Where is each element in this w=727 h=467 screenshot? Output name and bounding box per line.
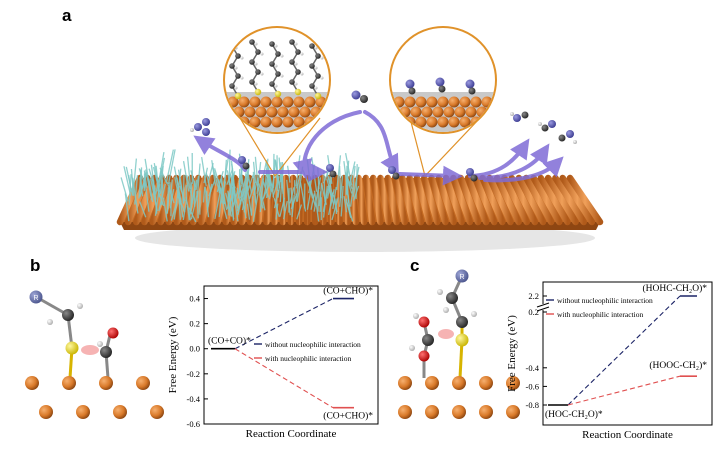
panel-label-a: a bbox=[62, 6, 72, 25]
y-tick-label: -0.6 bbox=[526, 381, 539, 391]
axis-break-gap bbox=[537, 304, 549, 310]
legend-label-without: without nucleophilic interaction bbox=[557, 296, 653, 305]
y-axis-label: Free Energy (eV) bbox=[506, 315, 518, 392]
state-label-with-final: (CO+CHO)* bbox=[323, 411, 373, 422]
legend-label-with: with nucleophilic interaction bbox=[265, 354, 351, 363]
molecule-co-surface-left bbox=[238, 156, 478, 182]
axis-break-mark bbox=[536, 302, 550, 308]
panel-label-b: b bbox=[30, 256, 41, 275]
zoom-lines-left bbox=[239, 117, 321, 178]
plot-frame bbox=[542, 281, 713, 426]
y-tick-label: -0.8 bbox=[526, 400, 539, 410]
state-label-without-final: (CO+CHO)* bbox=[323, 286, 373, 297]
panel-c-molecule: R bbox=[409, 269, 477, 379]
x-axis-label: Reaction Coordinate bbox=[246, 428, 337, 440]
y-tick-label: -0.6 bbox=[187, 419, 200, 429]
axis-break-mark bbox=[536, 306, 550, 312]
panel-label-c: c bbox=[410, 256, 420, 275]
y-axis-label: Free Energy (eV) bbox=[167, 316, 179, 393]
legend-label-without: without nucleophilic interaction bbox=[265, 340, 361, 349]
svg-text:R: R bbox=[33, 295, 38, 302]
series-without-line bbox=[567, 295, 681, 406]
molecule-products-right bbox=[510, 111, 577, 144]
plot-frame bbox=[203, 285, 379, 425]
series-with-line bbox=[567, 375, 681, 406]
y-tick-label: -0.2 bbox=[187, 369, 200, 379]
reaction-flow-arrows bbox=[193, 110, 564, 186]
state-label-without-final: (HOHC-CH₂O)* bbox=[642, 283, 707, 294]
y-tick-label: -0.4 bbox=[187, 394, 201, 404]
panel-c-copper-surface bbox=[398, 376, 520, 419]
panel-b-copper-surface bbox=[25, 376, 164, 419]
y-tick-label: 0.2 bbox=[528, 307, 539, 317]
nanowire-forest bbox=[120, 149, 360, 223]
y-tick-label: 0.0 bbox=[189, 344, 200, 354]
y-tick-label: 0.2 bbox=[189, 319, 200, 329]
platform-shadow bbox=[135, 224, 595, 252]
state-label-initial: (CO+CO)* bbox=[208, 336, 251, 347]
molecule-co-top bbox=[351, 90, 368, 103]
state-label-initial: (HOC-CH₂O)* bbox=[545, 409, 603, 420]
series-without-line bbox=[234, 298, 334, 350]
series-with-line bbox=[234, 348, 334, 409]
y-tick-label: 2.2 bbox=[528, 291, 539, 301]
legend-label-with: with nucleophilic interaction bbox=[557, 310, 643, 319]
y-tick-label: -0.4 bbox=[526, 363, 540, 373]
panel-b-molecule: R bbox=[29, 290, 119, 379]
svg-text:R: R bbox=[459, 274, 464, 281]
state-label-with-final: (HOOC-CH₂)* bbox=[649, 360, 707, 371]
x-axis-label: Reaction Coordinate bbox=[582, 429, 673, 441]
y-tick-label: 0.4 bbox=[189, 294, 200, 304]
molecule-left-ethylene bbox=[190, 118, 210, 136]
